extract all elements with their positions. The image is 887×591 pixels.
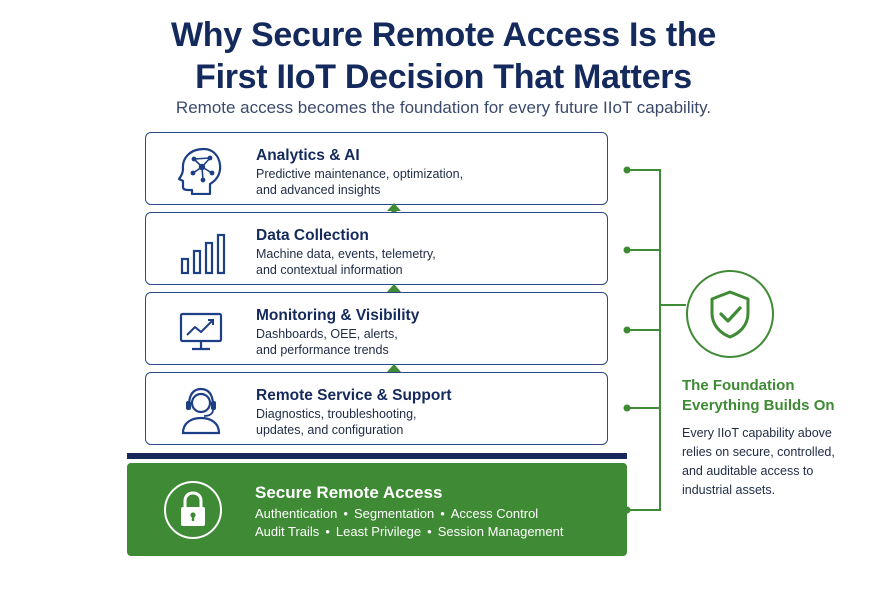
page-subtitle: Remote access becomes the foundation for…: [175, 98, 712, 117]
layer-remote-service-support: Remote Service & Support Diagnostics, tr…: [145, 372, 608, 445]
headset-agent-icon: [181, 387, 221, 435]
foundation-title: Secure Remote Access: [255, 483, 443, 502]
feature-access-control: Access Control: [450, 506, 539, 521]
bar-chart-icon: [180, 233, 226, 275]
layer-title: Analytics & AI: [256, 147, 360, 164]
layer-desc-line-2: and advanced insights: [256, 183, 381, 197]
side-text-line-2: relies on secure, controlled,: [682, 445, 835, 459]
layer-title: Data Collection: [256, 227, 369, 244]
layer-data-collection: Data Collection Machine data, events, te…: [145, 212, 608, 285]
layer-desc-line-2: updates, and configuration: [256, 423, 404, 437]
lock-icon: [164, 481, 222, 539]
side-title: The Foundation Everything Builds On: [682, 376, 835, 416]
shield-check-icon: [686, 270, 774, 358]
feature-session-management: Session Management: [437, 524, 564, 539]
layer-analytics-ai: Analytics & AI Predictive maintenance, o…: [145, 132, 608, 205]
feature-segmentation: Segmentation: [353, 506, 435, 521]
feature-least-privilege: Least Privilege: [335, 524, 422, 539]
layer-desc-line-1: Diagnostics, troubleshooting,: [256, 407, 417, 421]
layer-monitoring-visibility: Monitoring & Visibility Dashboards, OEE,…: [145, 292, 608, 365]
monitor-trend-icon: [179, 312, 223, 351]
title-line-1: Why Secure Remote Access Is the: [171, 16, 716, 54]
layer-title: Monitoring & Visibility: [256, 307, 420, 324]
brain-network-icon: [177, 147, 222, 195]
page-title: Why Secure Remote Access Is the First II…: [0, 14, 887, 98]
side-title-line-2: Everything Builds On: [682, 397, 835, 414]
feature-authentication: Authentication: [255, 506, 338, 521]
layer-desc-line-2: and performance trends: [256, 343, 389, 357]
layer-desc-line-1: Dashboards, OEE, alerts,: [256, 327, 398, 341]
side-text-line-1: Every IIoT capability above: [682, 426, 832, 440]
feature-audit-trails: Audit Trails: [255, 524, 320, 539]
layer-title: Remote Service & Support: [256, 387, 452, 404]
foundation-features-row-2: Audit Trails • Least Privilege • Session Man…: [255, 524, 563, 539]
bullet-separator: •: [325, 524, 330, 539]
bullet-separator: •: [440, 506, 445, 521]
layer-desc-line-1: Predictive maintenance, optimization,: [256, 167, 464, 181]
bullet-separator: •: [427, 524, 432, 539]
title-line-2: First IIoT Decision That Matters: [195, 58, 692, 96]
foundation-divider: [127, 453, 627, 459]
up-arrow-icon: [387, 203, 401, 219]
layer-desc-line-2: and contextual information: [256, 263, 403, 277]
side-description: Every IIoT capability above relies on se…: [682, 424, 835, 500]
bullet-separator: •: [343, 506, 348, 521]
side-title-line-1: The Foundation: [682, 377, 795, 394]
foundation-bracket: [623, 166, 686, 514]
foundation-features-row-1: Authentication • Segmentation • Access Contr…: [255, 506, 538, 521]
side-text-line-3: and auditable access to: [682, 464, 814, 478]
foundation-secure-remote-access: Secure Remote Access Authentication • Segm…: [127, 463, 627, 556]
side-text-line-4: industrial assets.: [682, 483, 776, 497]
layer-desc-line-1: Machine data, events, telemetry,: [256, 247, 436, 261]
